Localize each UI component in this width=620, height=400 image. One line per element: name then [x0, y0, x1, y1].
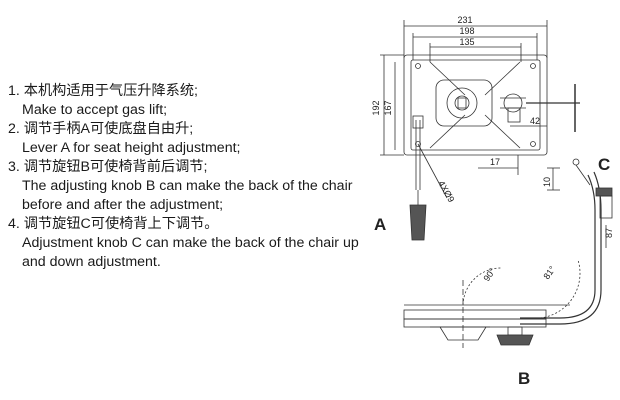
- lever-a: [409, 115, 427, 241]
- dim-198: 198: [459, 26, 474, 36]
- instruction-4-en: Adjustment knob C can make the back of t…: [22, 235, 359, 270]
- dim-10: 10: [542, 177, 552, 187]
- instruction-item-1: 1. 本机构适用于气压升降系统; Make to accept gas lift…: [8, 82, 360, 120]
- instruction-item-4: 4. 调节旋钮C可使椅背上下调节。 Adjustment knob C can …: [8, 215, 360, 272]
- dim-hole: 4XØ9: [436, 179, 456, 204]
- dim-192: 192: [371, 100, 381, 115]
- instruction-3-cn: 3. 调节旋钮B可使椅背前后调节;: [8, 159, 208, 175]
- instruction-4-cn: 4. 调节旋钮C可使椅背上下调节。: [8, 216, 219, 232]
- angle-81: 81°: [541, 264, 557, 281]
- dim-42: 42: [530, 116, 540, 126]
- instruction-3-en: The adjusting knob B can make the back o…: [22, 178, 353, 213]
- instruction-item-2: 2. 调节手柄A可使底盘自由升; Lever A for seat height…: [8, 120, 360, 158]
- dim-87: 87: [604, 228, 614, 238]
- instruction-1-en: Make to accept gas lift;: [22, 102, 168, 118]
- dim-135: 135: [459, 37, 474, 47]
- instruction-item-3: 3. 调节旋钮B可使椅背前后调节; The adjusting knob B c…: [8, 158, 360, 215]
- instruction-2-en: Lever A for seat height adjustment;: [22, 140, 241, 156]
- base-plate-side-view: [403, 158, 613, 348]
- label-a: A: [374, 215, 386, 234]
- label-b: B: [518, 369, 530, 388]
- instructions-list: 1. 本机构适用于气压升降系统; Make to accept gas lift…: [8, 82, 360, 272]
- width-dimension-lines: [403, 20, 548, 62]
- base-plate-top-view: [403, 54, 580, 156]
- height-dimension-lines: [380, 54, 404, 156]
- label-c: C: [598, 155, 610, 174]
- instruction-2-cn: 2. 调节手柄A可使底盘自由升;: [8, 121, 194, 137]
- instruction-1-cn: 1. 本机构适用于气压升降系统;: [8, 83, 198, 99]
- dim-167: 167: [383, 100, 393, 115]
- dim-17: 17: [490, 157, 500, 167]
- dim-231: 231: [457, 15, 472, 25]
- mechanism-diagram: 231 198 135 192 167 42 17 10 4XØ9 87 90°…: [371, 15, 614, 388]
